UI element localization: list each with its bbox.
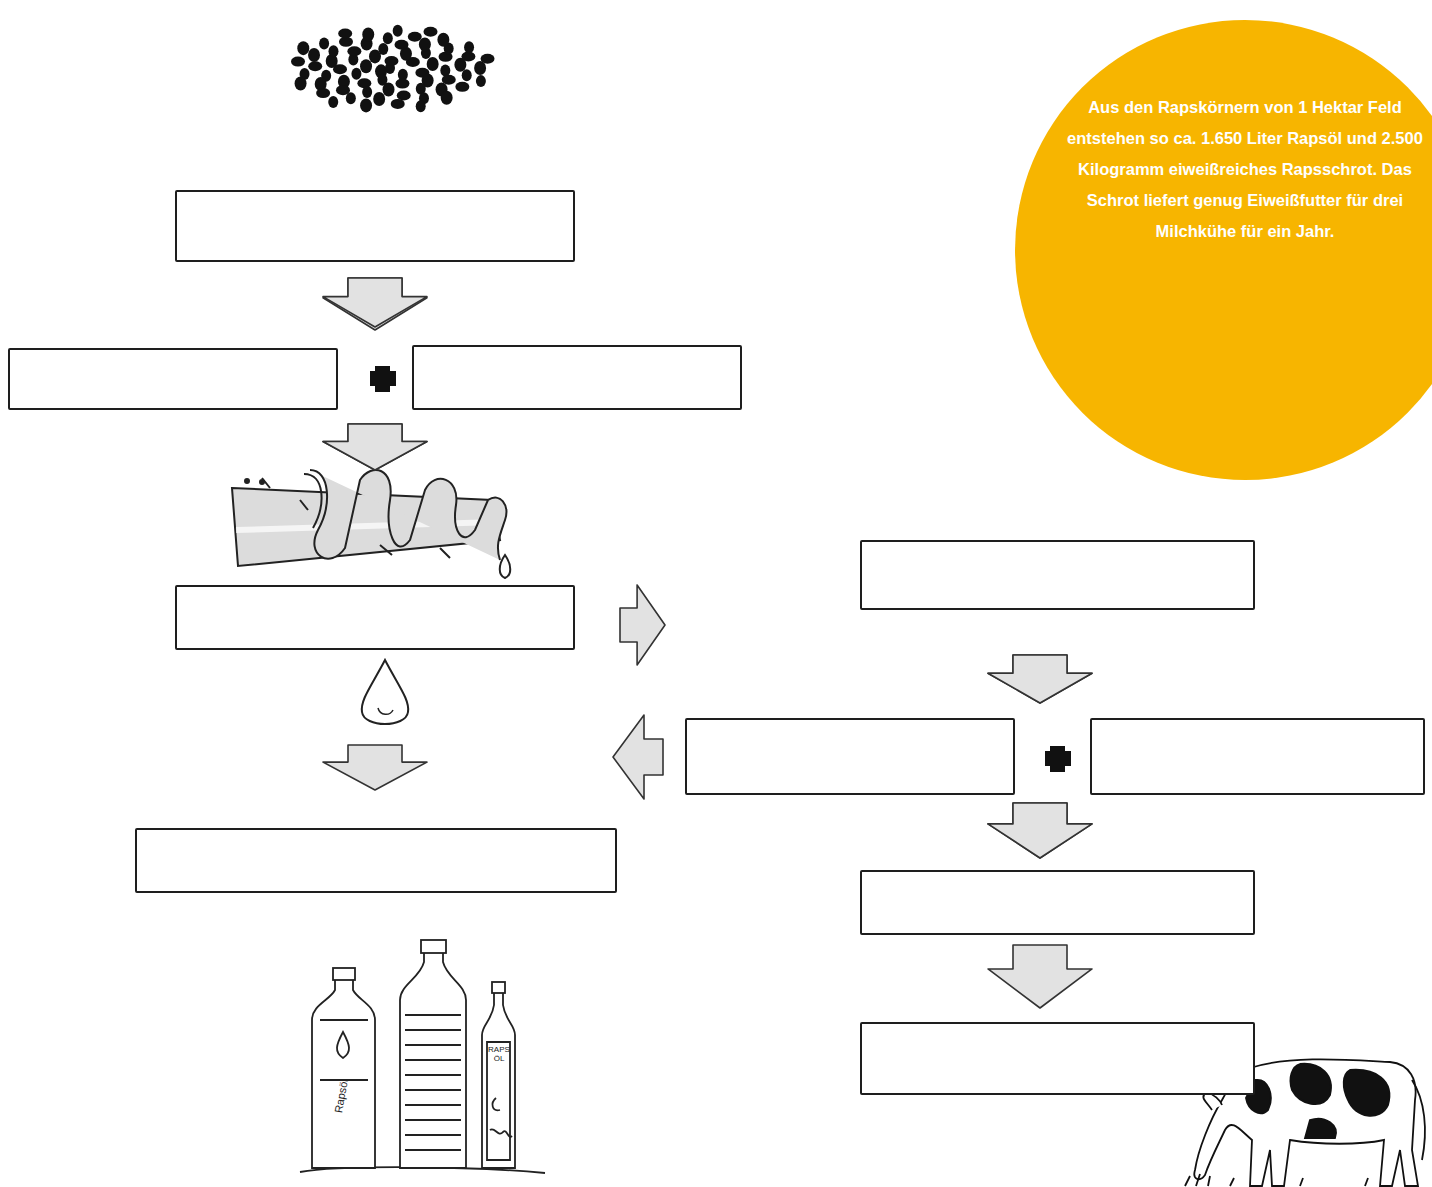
block-arrow <box>323 278 427 330</box>
block-arrow <box>323 424 427 470</box>
rapeseed-grain <box>423 27 437 37</box>
rapeseed-grain <box>362 28 374 42</box>
rapeseed-grain <box>328 45 338 57</box>
rapeseed-grain <box>308 61 322 71</box>
rapeseed-grain <box>360 59 372 73</box>
process-box <box>8 348 338 410</box>
rapeseed-grain <box>362 86 372 98</box>
rapeseed-grain <box>427 57 439 71</box>
block-arrow <box>620 585 665 665</box>
rapeseed-grain <box>383 32 393 44</box>
block-arrow <box>323 278 427 327</box>
process-box <box>1090 718 1425 795</box>
rapeseed-grain <box>391 99 405 109</box>
rapeseed-grain <box>319 37 329 49</box>
oil-press <box>232 470 510 578</box>
info-circle: Aus den Rapskörnern von 1 Hektar Feld en… <box>1015 20 1432 480</box>
rapeseed-grains <box>291 25 495 113</box>
block-arrow <box>613 715 663 799</box>
plus-sign <box>370 366 396 392</box>
rapeseed-grain <box>455 82 469 92</box>
process-box <box>135 828 617 893</box>
rapeseed-grain <box>316 88 330 98</box>
rapeseed-grain <box>346 92 356 104</box>
oil-bottles <box>300 940 545 1173</box>
rapeseed-grain <box>297 41 309 55</box>
process-box <box>685 718 1015 795</box>
block-arrow <box>988 945 1092 1008</box>
rapeseed-grain <box>351 68 361 80</box>
rapeseed-grain <box>408 32 422 42</box>
process-box <box>175 585 575 650</box>
node-text: Aus den Rapskörnern von 1 Hektar Feld en… <box>1059 92 1431 247</box>
block-arrow <box>323 745 427 790</box>
rapeseed-grain <box>383 83 395 97</box>
rapeseed-grain <box>395 79 409 89</box>
rapeseed-grain <box>441 91 453 105</box>
rapeseed-grain <box>295 76 307 90</box>
block-arrow <box>988 803 1092 858</box>
block-arrow <box>988 803 1092 858</box>
block-arrow <box>988 655 1092 703</box>
process-box <box>860 870 1255 935</box>
rapeseed-grain <box>393 25 403 37</box>
process-box <box>412 345 742 410</box>
rapeseed-grain <box>397 90 411 100</box>
oil-drop-shine <box>378 708 393 714</box>
process-box <box>860 1022 1255 1095</box>
rapeseed-grain <box>308 48 320 62</box>
bottle-label: Rapsöl <box>331 1072 351 1119</box>
rapeseed-grain <box>481 54 495 64</box>
oil-drop <box>362 660 408 724</box>
rapeseed-grain <box>378 43 388 55</box>
rapeseed-grain <box>437 33 449 47</box>
rapeseed-grain <box>360 98 372 112</box>
rapeseed-grain <box>384 56 398 66</box>
rapeseed-grain <box>328 96 338 108</box>
rapeseed-grain <box>476 75 486 87</box>
block-arrow <box>323 424 427 470</box>
plus-sign <box>1045 746 1071 772</box>
rapeseed-grain <box>373 92 385 106</box>
block-arrow <box>988 655 1092 703</box>
rapeseed-grain <box>462 69 472 81</box>
rapeseed-grain <box>395 40 409 50</box>
process-box <box>175 190 575 262</box>
process-box <box>860 540 1255 610</box>
rapeseed-grain <box>464 41 474 53</box>
bottle-label: RAPS ÖL <box>485 1046 513 1064</box>
rapeseed-grain <box>347 46 361 56</box>
rapeseed-grain <box>338 29 352 39</box>
rapeseed-grain <box>419 37 431 51</box>
rapeseed-grain <box>416 100 426 112</box>
rapeseed-grain <box>291 57 305 67</box>
